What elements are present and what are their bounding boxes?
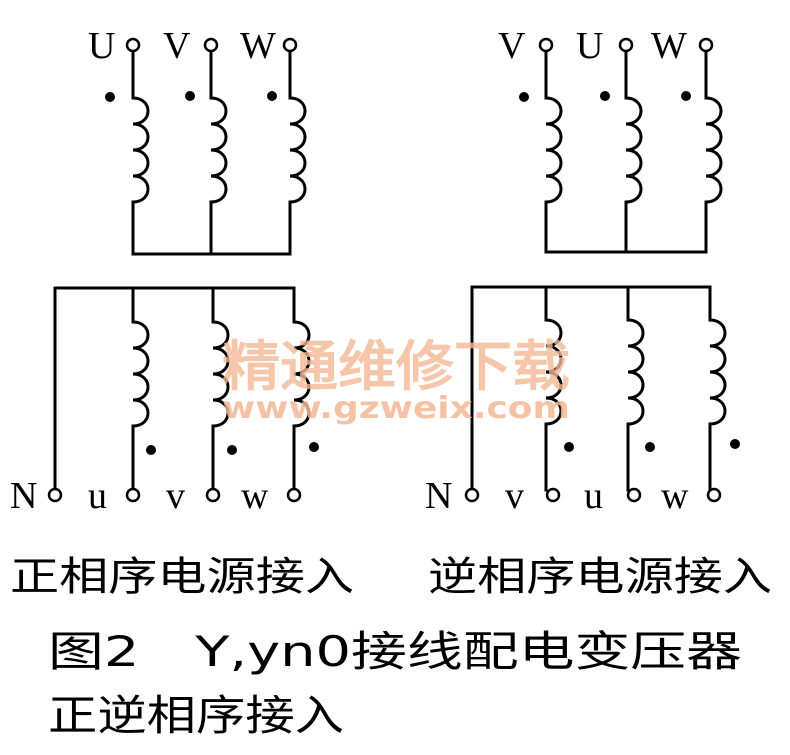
right-terminal-2 (618, 37, 634, 53)
left-primary-polarity-dot-2 (185, 91, 195, 101)
left-secondary-winding: N u v w (10, 286, 319, 517)
left-secondary-coil-u (131, 320, 150, 428)
left-primary-polarity-dot-3 (267, 91, 277, 101)
right-caption: 逆相序电源接入 (428, 554, 772, 600)
figure-title-line2: 正逆相序接入 (48, 691, 344, 740)
left-transformer: U V W (10, 25, 319, 517)
right-primary-polarity-dot-2 (600, 91, 610, 101)
right-primary-label-2: U (576, 25, 603, 67)
right-secondary-terminal-n (464, 487, 480, 503)
left-primary-coil-v (209, 96, 228, 204)
left-primary-polarity-dot-1 (105, 92, 115, 102)
right-secondary-label-1: v (505, 475, 524, 517)
right-transformer: V U W N v u w (425, 25, 740, 517)
left-terminal-2 (203, 37, 219, 53)
right-secondary-polarity-dot-1 (564, 442, 574, 452)
right-secondary-winding: N v u w (425, 285, 740, 517)
right-secondary-coil-2 (626, 318, 645, 426)
left-secondary-label-1: u (88, 475, 107, 517)
watermark-url: www.gzweix.com (222, 391, 570, 426)
left-primary-coil-u (131, 96, 150, 204)
right-primary-label-3: W (651, 25, 687, 67)
watermark: 精通维修下载 www.gzweix.com (222, 335, 570, 426)
right-secondary-terminal-4 (706, 487, 722, 503)
right-secondary-polarity-dot-3 (730, 439, 740, 449)
left-primary-label-2: V (163, 25, 191, 67)
left-primary-label-3: W (240, 25, 276, 67)
right-secondary-coil-3 (708, 318, 727, 426)
left-secondary-terminal-4 (286, 487, 302, 503)
left-secondary-polarity-dot-3 (309, 442, 319, 452)
left-primary-winding: U V W (88, 25, 307, 256)
right-secondary-label-2: u (584, 475, 603, 517)
left-terminal-3 (282, 37, 298, 53)
left-secondary-terminal-3 (205, 487, 221, 503)
right-secondary-polarity-dot-2 (645, 442, 655, 452)
right-primary-polarity-dot-3 (681, 91, 691, 101)
left-secondary-label-n: N (10, 475, 37, 517)
right-primary-coil-3 (704, 96, 723, 204)
right-secondary-label-n: N (425, 475, 452, 517)
right-terminal-1 (538, 37, 554, 53)
left-secondary-polarity-dot-1 (146, 445, 156, 455)
right-primary-coil-1 (544, 96, 563, 204)
right-primary-label-1: V (498, 25, 526, 67)
watermark-text: 精通维修下载 (222, 335, 570, 398)
right-primary-coil-2 (624, 96, 643, 204)
left-secondary-label-3: w (241, 475, 269, 517)
right-secondary-terminal-2 (545, 487, 561, 503)
right-secondary-label-3: w (661, 475, 689, 517)
left-secondary-terminal-2 (125, 487, 141, 503)
right-secondary-terminal-3 (626, 487, 642, 503)
right-primary-polarity-dot-1 (519, 92, 529, 102)
figure-title-line1: 图2 Y,yn0接线配电变压器 (48, 627, 742, 676)
left-primary-coil-w (288, 96, 307, 204)
left-secondary-terminal-n (47, 487, 63, 503)
right-primary-winding: V U W (498, 25, 723, 254)
right-terminal-3 (698, 37, 714, 53)
left-terminal-1 (125, 37, 141, 53)
left-caption: 正相序电源接入 (10, 554, 354, 600)
left-primary-label-1: U (88, 25, 115, 67)
left-secondary-label-2: v (166, 475, 185, 517)
left-secondary-polarity-dot-2 (227, 445, 237, 455)
